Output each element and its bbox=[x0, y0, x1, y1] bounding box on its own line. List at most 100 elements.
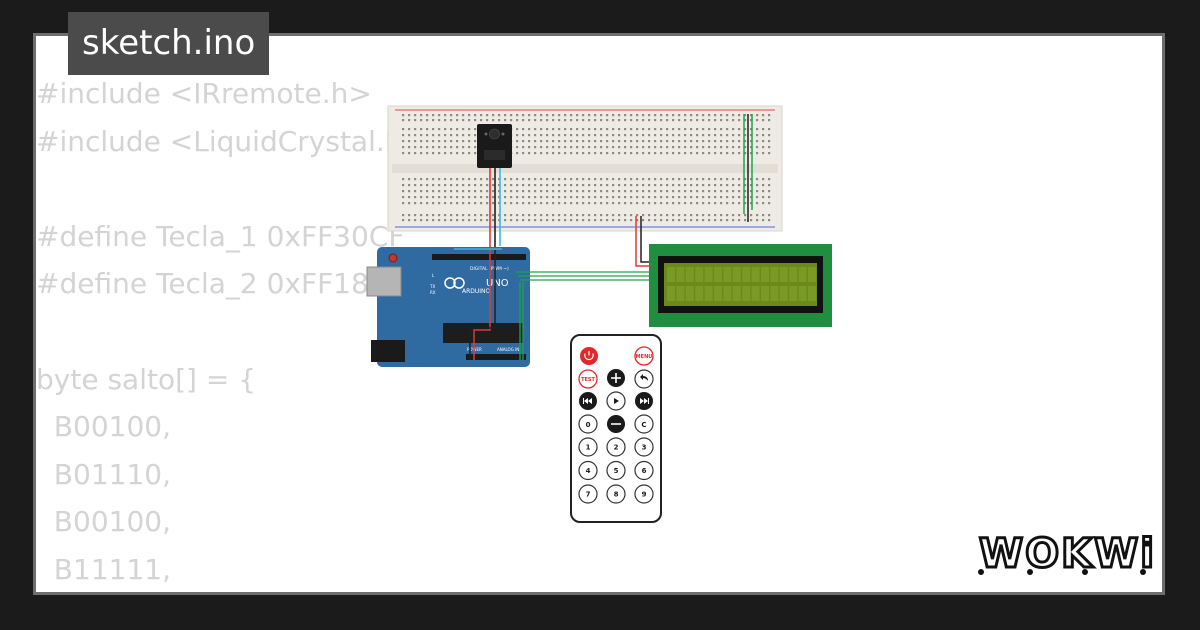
lcd-cell bbox=[742, 286, 751, 301]
breadboard-hole bbox=[624, 146, 627, 149]
breadboard-hole bbox=[414, 152, 417, 155]
breadboard-hole bbox=[540, 184, 543, 187]
digit-button-9[interactable]: 9 bbox=[634, 484, 654, 504]
breadboard-hole bbox=[768, 202, 771, 205]
breadboard-hole bbox=[576, 146, 579, 149]
breadboard-hole bbox=[672, 214, 675, 217]
breadboard-hole bbox=[690, 196, 693, 199]
breadboard-hole bbox=[534, 219, 537, 222]
zero-button[interactable]: 0 bbox=[578, 414, 598, 434]
digit-button-2[interactable]: 2 bbox=[606, 437, 626, 457]
breadboard-hole bbox=[624, 152, 627, 155]
breadboard-hole bbox=[486, 196, 489, 199]
digit-button-3[interactable]: 3 bbox=[634, 437, 654, 457]
arduino-uno[interactable]: DIGITAL (PWM ~) ARDUINO UNO TX RX L POWE… bbox=[366, 247, 530, 367]
breadboard-hole bbox=[516, 196, 519, 199]
lcd-cell bbox=[770, 286, 779, 301]
digit-button-5[interactable]: 5 bbox=[606, 460, 626, 481]
breadboard-hole bbox=[690, 152, 693, 155]
digit-button-6[interactable]: 6 bbox=[634, 460, 654, 481]
breadboard-hole bbox=[564, 190, 567, 193]
breadboard-hole bbox=[702, 134, 705, 137]
breadboard-hole bbox=[618, 190, 621, 193]
breadboard-hole bbox=[528, 184, 531, 187]
breadboard-hole bbox=[480, 214, 483, 217]
breadboard-hole bbox=[624, 114, 627, 117]
breadboard-hole bbox=[642, 134, 645, 137]
breadboard-hole bbox=[738, 219, 741, 222]
breadboard-hole bbox=[438, 146, 441, 149]
minus-button[interactable] bbox=[607, 415, 625, 433]
breadboard-hole bbox=[624, 184, 627, 187]
breadboard-hole bbox=[444, 184, 447, 187]
breadboard-hole bbox=[612, 214, 615, 217]
card-bottom-mask bbox=[0, 595, 1200, 630]
breadboard-hole bbox=[438, 202, 441, 205]
breadboard-hole bbox=[450, 178, 453, 181]
breadboard-hole bbox=[600, 190, 603, 193]
breadboard-hole bbox=[456, 128, 459, 131]
clear-button[interactable]: C bbox=[634, 414, 654, 434]
breadboard-hole bbox=[402, 178, 405, 181]
breadboard-hole bbox=[738, 128, 741, 131]
breadboard-hole bbox=[714, 119, 717, 122]
lcd-cell bbox=[751, 267, 760, 282]
breadboard-hole bbox=[768, 196, 771, 199]
file-tab[interactable]: sketch.ino bbox=[68, 12, 270, 75]
breadboard-hole bbox=[594, 152, 597, 155]
breadboard-hole bbox=[654, 184, 657, 187]
plus-button[interactable] bbox=[607, 369, 625, 387]
breadboard-hole bbox=[642, 219, 645, 222]
breadboard-hole bbox=[414, 114, 417, 117]
digit-button-1[interactable]: 1 bbox=[578, 437, 598, 457]
breadboard-hole bbox=[414, 190, 417, 193]
digit-button-8[interactable]: 8 bbox=[606, 484, 626, 504]
digit-button-4[interactable]: 4 bbox=[578, 460, 598, 481]
breadboard-hole bbox=[438, 190, 441, 193]
breadboard-hole bbox=[468, 128, 471, 131]
breadboard-hole bbox=[624, 219, 627, 222]
breadboard-hole bbox=[444, 202, 447, 205]
breadboard-hole bbox=[720, 152, 723, 155]
breadboard-hole bbox=[552, 152, 555, 155]
lcd-cell bbox=[676, 267, 685, 282]
digit-button-7[interactable]: 7 bbox=[578, 484, 598, 504]
breadboard-hole bbox=[636, 146, 639, 149]
breadboard-hole bbox=[492, 214, 495, 217]
rewind-button[interactable] bbox=[579, 392, 597, 410]
breadboard-hole bbox=[660, 114, 663, 117]
breadboard-hole bbox=[420, 114, 423, 117]
breadboard-hole bbox=[582, 196, 585, 199]
menu-button[interactable]: MENU bbox=[634, 346, 654, 366]
breadboard-hole bbox=[570, 190, 573, 193]
breadboard-hole bbox=[456, 140, 459, 143]
ir-remote[interactable]: MENU TEST bbox=[570, 334, 662, 523]
play-button[interactable] bbox=[606, 391, 626, 411]
breadboard-hole bbox=[402, 114, 405, 117]
breadboard-hole bbox=[462, 152, 465, 155]
breadboard-hole bbox=[474, 134, 477, 137]
breadboard-hole bbox=[402, 219, 405, 222]
ir-receiver[interactable] bbox=[477, 124, 512, 250]
forward-button[interactable] bbox=[635, 392, 653, 410]
power-button[interactable] bbox=[580, 347, 598, 365]
breadboard-hole bbox=[624, 202, 627, 205]
breadboard-hole bbox=[540, 134, 543, 137]
test-button[interactable]: TEST bbox=[578, 369, 598, 389]
lcd-display[interactable] bbox=[649, 244, 832, 327]
breadboard-hole bbox=[432, 134, 435, 137]
breadboard-hole bbox=[618, 202, 621, 205]
breadboard-hole bbox=[624, 128, 627, 131]
back-button[interactable] bbox=[634, 369, 654, 389]
breadboard-hole bbox=[570, 140, 573, 143]
breadboard-hole bbox=[768, 219, 771, 222]
breadboard-hole bbox=[672, 128, 675, 131]
breadboard-hole bbox=[498, 219, 501, 222]
breadboard-hole bbox=[462, 114, 465, 117]
breadboard-hole bbox=[522, 178, 525, 181]
breadboard-hole bbox=[648, 146, 651, 149]
breadboard-hole bbox=[720, 114, 723, 117]
forward-icon bbox=[640, 398, 649, 404]
breadboard-hole bbox=[720, 202, 723, 205]
